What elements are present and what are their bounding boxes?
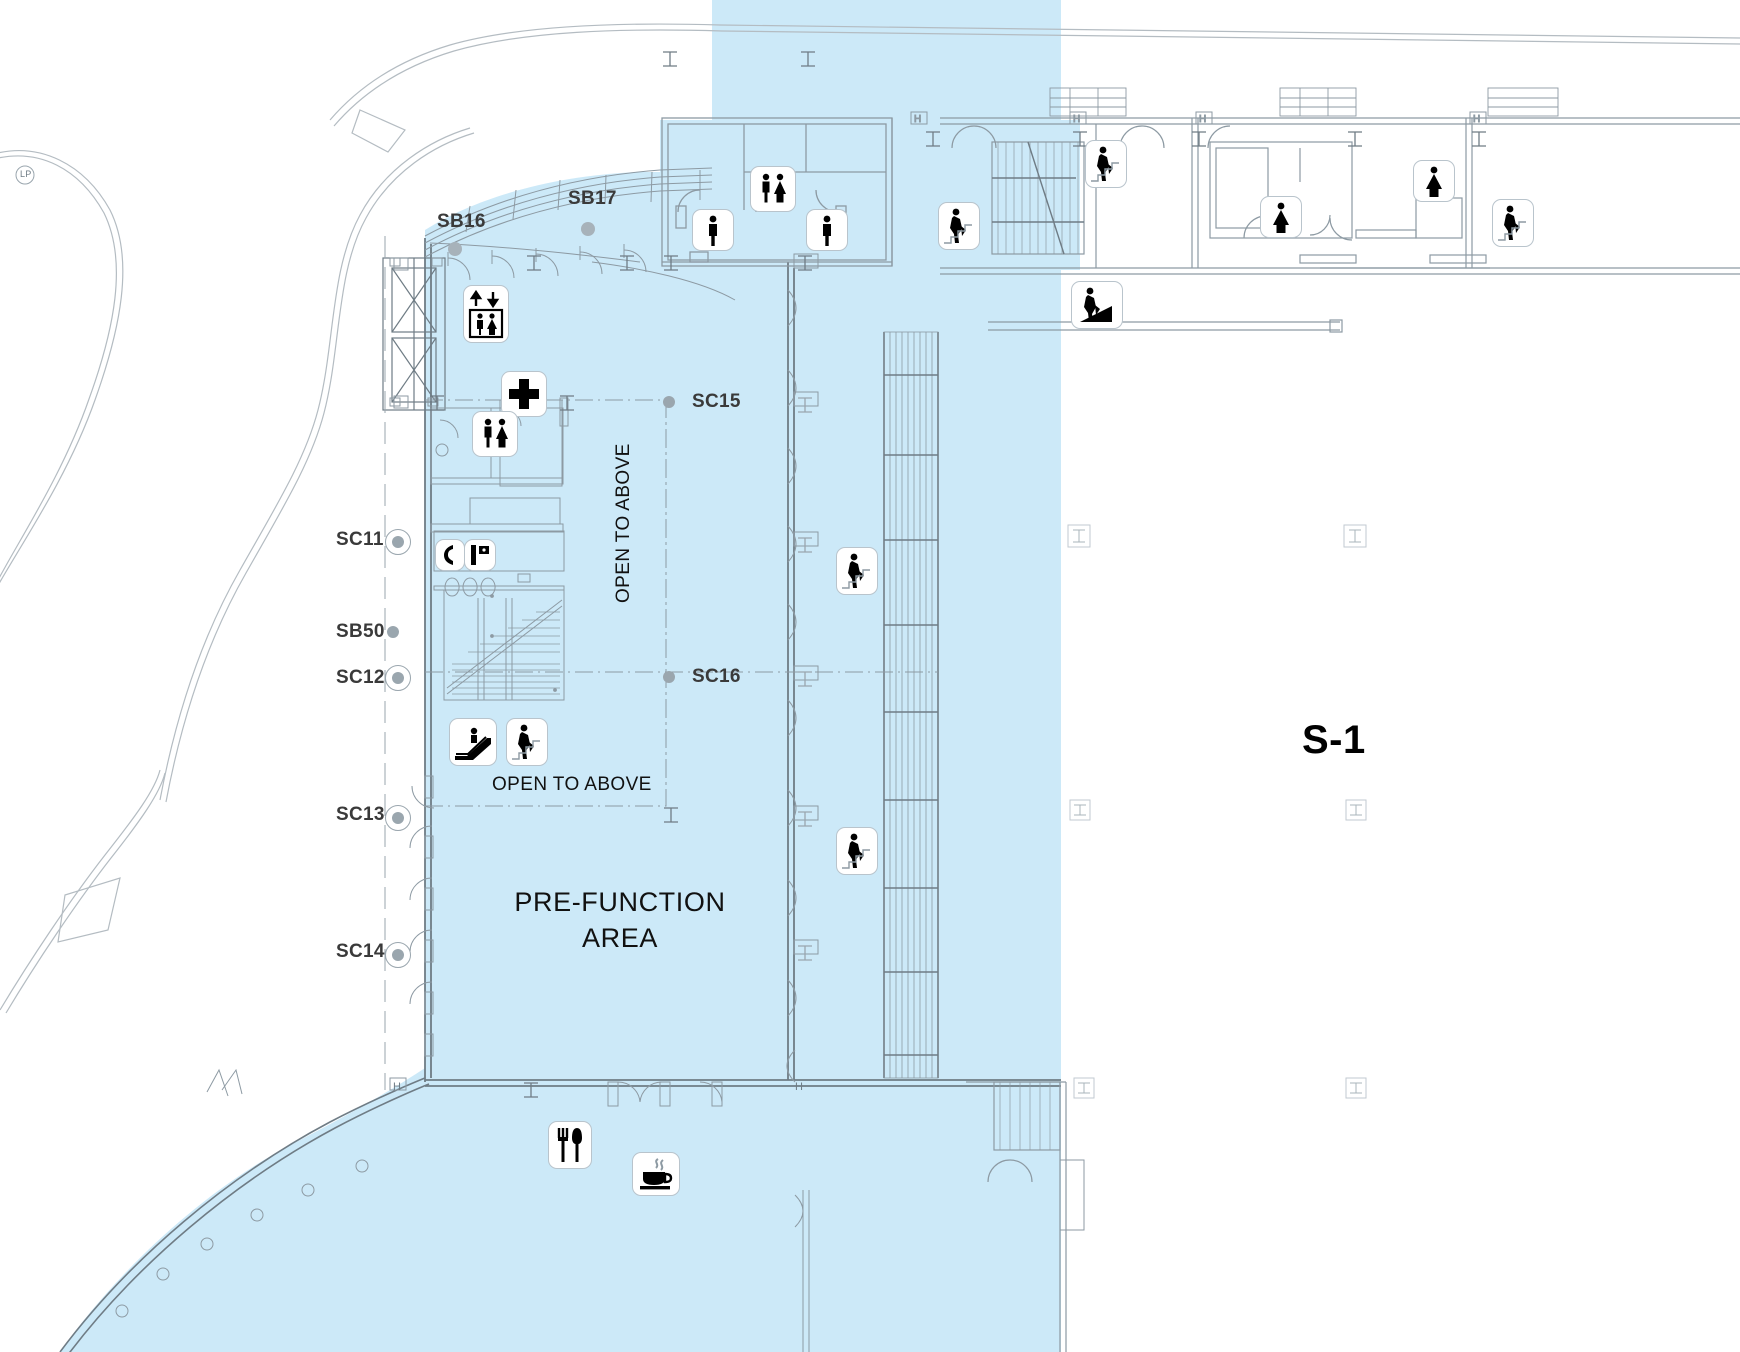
stairs-icon (938, 202, 980, 250)
svg-text:H: H (1199, 114, 1206, 125)
restroom-men-icon (806, 209, 848, 251)
svg-text:H: H (914, 114, 921, 125)
stairs-icon (836, 547, 878, 595)
open-to-above-label-horizontal: OPEN TO ABOVE (492, 774, 652, 795)
grid-bubble-sc11 (385, 529, 411, 555)
cafe-icon (632, 1152, 680, 1196)
ramp-icon (1071, 281, 1123, 329)
grid-label-sc11: SC11 (336, 529, 384, 550)
grid-bubble-sc14 (385, 942, 411, 968)
telephone-icon (435, 539, 465, 571)
restroom-icon (750, 166, 796, 212)
stairs-icon (836, 827, 878, 875)
restroom-women-icon (1413, 160, 1455, 202)
zone-line-2: AREA (582, 923, 658, 954)
stairs-icon (506, 718, 548, 766)
sector-label: S-1 (1302, 718, 1366, 762)
grid-label-sb50: SB50 (336, 621, 385, 642)
svg-text:H: H (1473, 114, 1480, 125)
grid-label-sb17: SB17 (568, 188, 617, 209)
grid-dot-sc15 (663, 396, 675, 408)
restroom-men-icon (692, 209, 734, 251)
restroom-icon (472, 411, 518, 457)
grid-dot-sc16 (663, 671, 675, 683)
zone-pre-function-area: PRE-FUNCTION AREA (470, 884, 770, 957)
atm-icon (464, 539, 496, 571)
svg-text:H: H (393, 1081, 401, 1093)
grid-dot-sb50 (387, 626, 399, 638)
svg-text:H: H (1073, 114, 1080, 125)
stairs-icon (1085, 140, 1127, 188)
grid-label-sc14: SC14 (336, 941, 385, 962)
grid-label-sc16: SC16 (692, 666, 741, 687)
restaurant-icon (548, 1121, 592, 1169)
grid-label-sc15: SC15 (692, 391, 741, 412)
grid-label-sc12: SC12 (336, 667, 385, 688)
svg-text:H: H (795, 1081, 803, 1093)
zone-line-1: PRE-FUNCTION (514, 887, 726, 917)
grid-label-sb16: SB16 (437, 211, 486, 232)
stairs-icon (1492, 199, 1534, 247)
first-aid-icon (501, 371, 547, 417)
site-marker-lp: LP (20, 169, 32, 179)
elevator-icon (463, 285, 509, 343)
grid-bubble-sc13 (385, 805, 411, 831)
grid-label-sc13: SC13 (336, 804, 385, 825)
escalator-icon (449, 718, 497, 766)
grid-bubble-sc12 (385, 665, 411, 691)
restroom-women-icon (1260, 196, 1302, 238)
open-to-above-label-vertical: OPEN TO ABOVE (613, 443, 634, 603)
